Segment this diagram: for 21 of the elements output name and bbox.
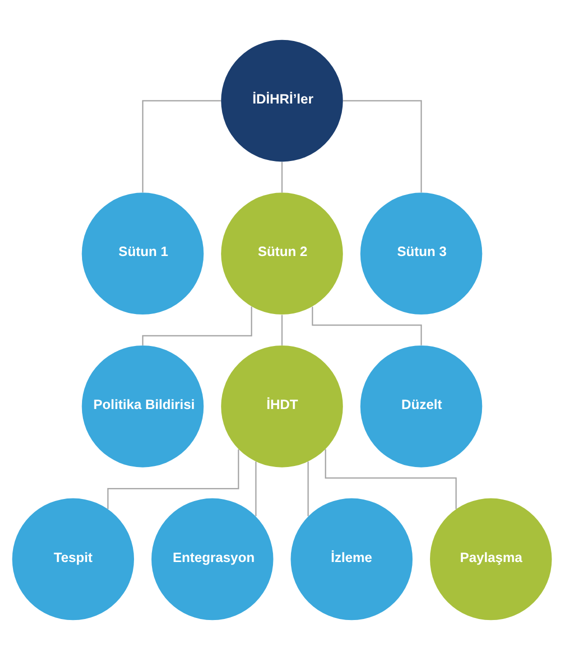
connector xyxy=(312,306,422,346)
connector xyxy=(107,449,240,510)
node-circle: İDİHRİ’ler xyxy=(221,40,343,162)
connector xyxy=(324,449,457,510)
node-circle: Sütun 2 xyxy=(221,192,343,315)
connector xyxy=(281,162,283,193)
connector xyxy=(142,100,221,192)
node-circle: Entegrasyon xyxy=(151,498,274,620)
connector xyxy=(307,462,309,516)
node-circle: Sütun 1 xyxy=(82,192,204,315)
node-circle: Politika Bildirisi xyxy=(82,345,204,468)
node-circle: Paylaşma xyxy=(430,498,552,620)
connector xyxy=(281,314,283,346)
node-circle: İzleme xyxy=(290,498,413,620)
node-circle: Düzelt xyxy=(360,345,482,468)
node-circle: Sütun 3 xyxy=(360,192,482,315)
node-circle: Tespit xyxy=(12,498,134,620)
node-circle: İHDT xyxy=(221,345,343,468)
connector xyxy=(343,100,422,192)
connector xyxy=(255,462,257,516)
connector xyxy=(142,306,252,346)
